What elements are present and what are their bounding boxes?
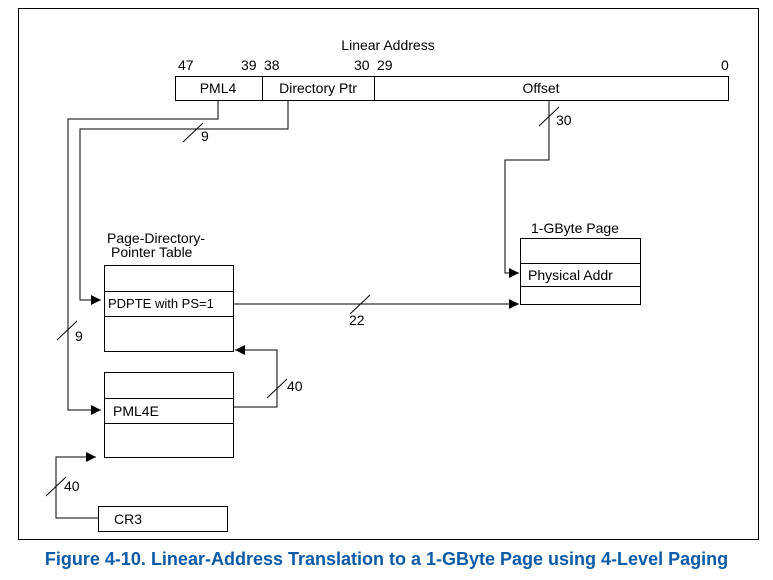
pml4-side-slash <box>56 320 78 341</box>
pdpte-entry-label: PDPTE with PS=1 <box>108 296 214 311</box>
pml4-index-width: 9 <box>201 128 209 144</box>
offset-width: 30 <box>556 112 572 128</box>
pml4-index-slash <box>182 122 204 143</box>
pml4e-addr-width: 40 <box>287 378 303 394</box>
cr3-addr-width: 40 <box>64 478 80 494</box>
page-title: 1-GByte Page <box>531 220 619 236</box>
paging-diagram: Linear Address 47 39 38 30 29 0 PML4 Dir… <box>18 8 759 540</box>
offset-field-label: Offset <box>522 80 559 96</box>
pdpt-title-line2: Pointer Table <box>111 244 193 260</box>
bit-38-label: 38 <box>264 57 280 73</box>
bit-39-label: 39 <box>241 57 257 73</box>
pdpt-index-line <box>79 101 289 305</box>
linear-address-title: Linear Address <box>341 37 434 53</box>
pml4e-addr-slash <box>266 378 288 399</box>
pdpt-title-line1: Page-Directory- <box>107 230 205 246</box>
pdpte-addr-width: 22 <box>349 312 365 328</box>
pml4-side-width: 9 <box>75 328 83 344</box>
pml4e-entry-label: PML4E <box>113 403 159 419</box>
pml4-index-line <box>67 101 219 415</box>
physical-addr-label: Physical Addr <box>528 267 613 283</box>
offset-line <box>504 101 550 278</box>
figure-caption: Figure 4-10. Linear-Address Translation … <box>44 549 729 569</box>
directory-ptr-field-label: Directory Ptr <box>279 80 357 96</box>
cr3-to-pml4-line <box>55 452 98 519</box>
linear-address-register <box>175 76 729 101</box>
pml4-table <box>104 372 234 458</box>
bit-0-label: 0 <box>721 57 729 73</box>
bit-29-label: 29 <box>377 57 393 73</box>
pdpt-table <box>104 265 234 352</box>
cr3-register <box>98 506 228 532</box>
offset-slash <box>538 106 560 127</box>
bit-47-label: 47 <box>178 57 194 73</box>
pdpte-addr-slash <box>349 294 371 315</box>
figure-frame <box>18 8 759 540</box>
pml4-field-label: PML4 <box>200 80 237 96</box>
gbyte-page <box>520 238 641 305</box>
cr3-label: CR3 <box>114 511 142 527</box>
bit-30-label: 30 <box>354 57 370 73</box>
pml4e-to-pdpt-line <box>234 345 278 408</box>
cr3-addr-slash <box>45 476 67 497</box>
